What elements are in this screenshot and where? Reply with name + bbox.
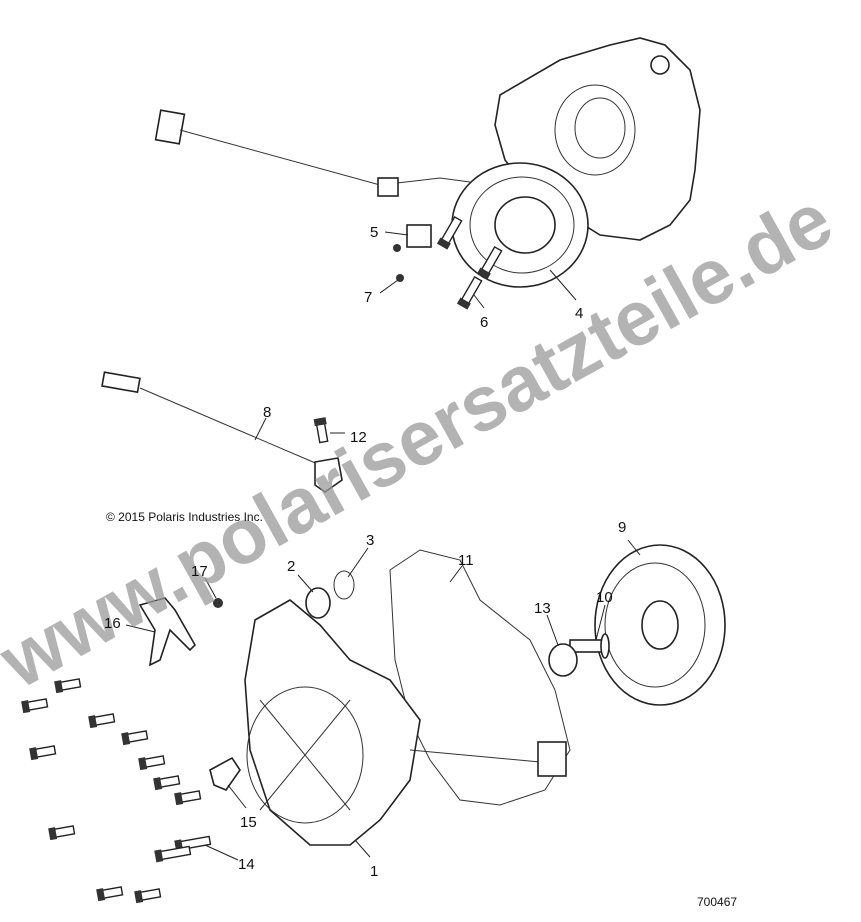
bracket <box>138 597 196 667</box>
snap-ring <box>333 570 355 600</box>
small-fastener <box>213 598 223 608</box>
cover-bolts <box>21 678 212 904</box>
stator <box>451 162 589 288</box>
bearing <box>305 587 331 619</box>
callout-2: 2 <box>287 558 295 575</box>
hub-and-washer <box>548 633 610 677</box>
callout-1: 1 <box>370 863 378 880</box>
callout-15: 15 <box>240 814 257 831</box>
cover-connector <box>537 741 567 777</box>
stator-bolts <box>393 215 503 310</box>
callout-7: 7 <box>364 289 372 306</box>
clamp <box>209 756 241 791</box>
flywheel <box>594 544 726 706</box>
callout-13: 13 <box>534 600 551 617</box>
callout-6: 6 <box>480 314 488 331</box>
harness-bracket <box>406 224 432 248</box>
callout-17: 17 <box>191 563 208 580</box>
stator-wire-harness <box>154 109 471 248</box>
callout-10: 10 <box>596 589 613 606</box>
callout-12: 12 <box>350 429 367 446</box>
callout-11: 11 <box>458 552 474 569</box>
callout-3: 3 <box>366 532 374 549</box>
callout-4: 4 <box>575 305 583 322</box>
diagram-number: 700467 <box>697 895 737 909</box>
speed-sensor <box>101 371 343 493</box>
stator-cover <box>244 599 567 846</box>
callout-16: 16 <box>104 615 121 632</box>
callout-8: 8 <box>263 404 271 421</box>
copyright: © 2015 Polaris Industries Inc. <box>106 510 263 524</box>
leader-lines <box>125 231 641 861</box>
callout-14: 14 <box>238 856 255 873</box>
callout-5: 5 <box>370 224 378 241</box>
callout-9: 9 <box>618 519 626 536</box>
